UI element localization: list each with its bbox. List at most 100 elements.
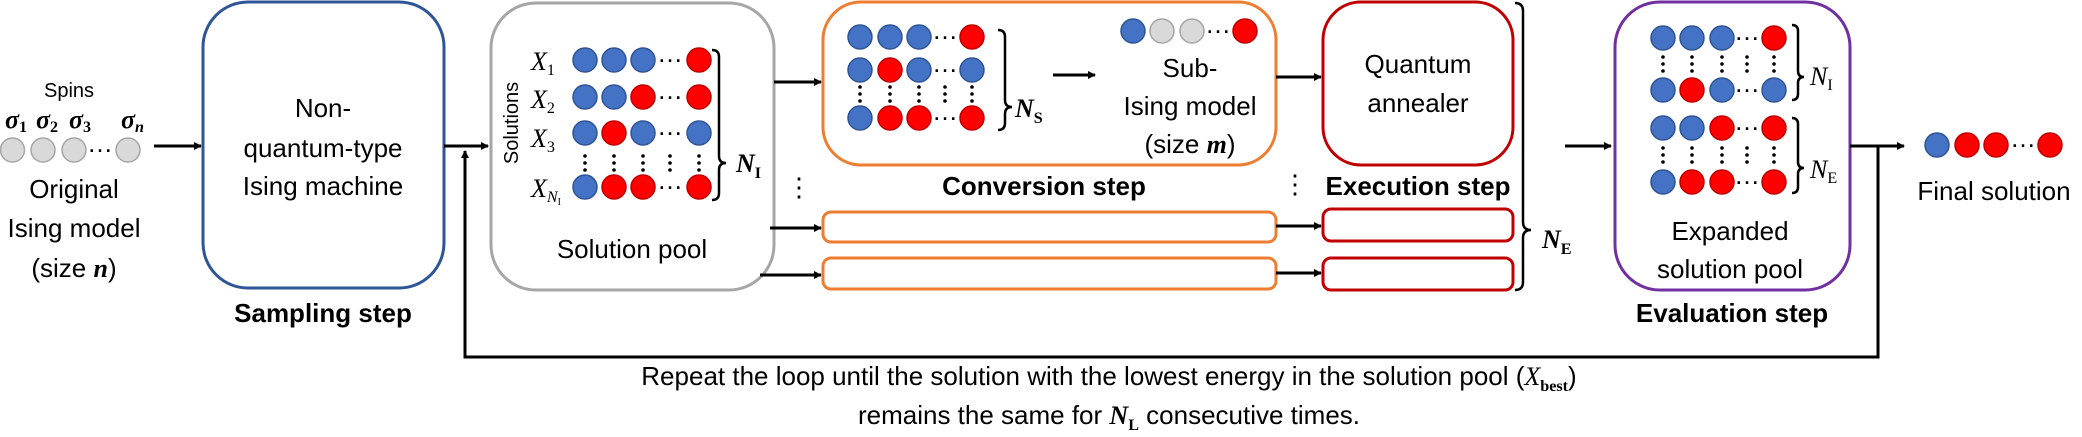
vertical-dot <box>917 92 921 96</box>
spin-circle <box>906 24 932 50</box>
spin-symbol: σ2 <box>36 105 58 136</box>
original-label-line3: (size n) <box>31 253 116 283</box>
spin-circle <box>572 84 598 110</box>
spin-circle <box>601 120 627 146</box>
spin-circle <box>877 24 903 50</box>
spin-circle <box>1679 77 1705 103</box>
spin-circle <box>1679 169 1705 195</box>
vertical-dots: ⋮ <box>1282 169 1308 199</box>
vertical-dot <box>858 99 862 103</box>
vertical-dot <box>1661 160 1665 164</box>
quantum-annealer-box <box>1321 0 1515 167</box>
spin-circle <box>686 47 712 73</box>
vertical-dot <box>917 99 921 103</box>
spin-circle <box>1679 115 1705 141</box>
execution-step-label: Execution step <box>1326 171 1511 201</box>
expanded-pool-spins-top: …… <box>1650 16 1787 103</box>
spin-circle <box>1761 77 1787 103</box>
expanded-pool-spins-bottom: …… <box>1650 106 1787 195</box>
vertical-dot <box>943 85 947 89</box>
spin-circle <box>1954 132 1980 158</box>
vertical-dot <box>1772 146 1776 150</box>
spin-circle <box>1709 25 1735 51</box>
vertical-dot <box>583 161 587 165</box>
spin-symbol: σn <box>121 105 144 136</box>
sampling-step-label: Sampling step <box>234 298 412 328</box>
vertical-dot <box>1661 55 1665 59</box>
vertical-dot <box>917 85 921 89</box>
vertical-dot <box>1745 69 1749 73</box>
ellipsis: … <box>1734 68 1760 98</box>
spin-circle <box>1650 115 1676 141</box>
spin-circle <box>630 47 656 73</box>
sampling-box-line3: Ising machine <box>243 171 403 201</box>
quantum-annealer-box-2 <box>1321 207 1515 243</box>
vertical-dot <box>583 154 587 158</box>
vertical-dot <box>641 168 645 172</box>
vertical-dot <box>1661 62 1665 66</box>
vertical-dot <box>888 85 892 89</box>
vertical-dot <box>1661 146 1665 150</box>
vertical-dot <box>1720 153 1724 157</box>
vertical-dot <box>1690 146 1694 150</box>
spin-circle <box>1761 25 1787 51</box>
ellipsis: … <box>1205 9 1231 39</box>
conversion-step-label: Conversion step <box>942 171 1146 201</box>
vertical-dot <box>1772 160 1776 164</box>
spin-circle <box>1983 132 2009 158</box>
vertical-dot <box>697 161 701 165</box>
brace-ne <box>1514 1 1532 292</box>
annealer-line2: annealer <box>1367 88 1469 118</box>
loop-text-line2: remains the same for NL consecutive time… <box>858 400 1360 434</box>
vertical-dot <box>1772 55 1776 59</box>
vertical-dot <box>1720 55 1724 59</box>
spin-circle <box>1232 18 1258 44</box>
ni-label: NI <box>1809 62 1833 94</box>
conversion-box-2 <box>821 210 1278 244</box>
solution-pool-label: Solution pool <box>557 234 707 264</box>
brace-ni <box>711 48 727 202</box>
spin-circle <box>686 120 712 146</box>
vertical-dot <box>858 85 862 89</box>
spin-circle <box>1179 18 1205 44</box>
vertical-dot <box>1772 62 1776 66</box>
sampling-box-line2: quantum-type <box>244 133 403 163</box>
spins-label: Spins <box>44 80 94 102</box>
spin-circle <box>1650 169 1676 195</box>
ellipsis: … <box>87 128 113 158</box>
spin-circle <box>601 84 627 110</box>
ne-label: NE <box>1809 155 1837 187</box>
vertical-dot <box>1745 62 1749 66</box>
vertical-dot <box>1690 62 1694 66</box>
vertical-dot <box>888 92 892 96</box>
spin-circle <box>1650 25 1676 51</box>
solution-pool-box <box>489 1 776 292</box>
quantum-annealer-box-3 <box>1321 256 1515 292</box>
spin-circle <box>959 24 985 50</box>
vertical-dot <box>970 85 974 89</box>
vertical-dot <box>943 92 947 96</box>
sampling-box-line1: Non- <box>295 93 351 123</box>
vertical-dot <box>1745 160 1749 164</box>
vertical-dot <box>1745 55 1749 59</box>
vertical-dot <box>668 154 672 158</box>
ni-label: NI <box>735 149 761 182</box>
vertical-dot <box>888 99 892 103</box>
vertical-dot <box>1720 69 1724 73</box>
final-solution-spins: … <box>1924 123 2063 158</box>
conversion-box-3 <box>821 256 1278 291</box>
final-solution-label: Final solution <box>1917 176 2070 206</box>
execution-step: Quantum annealer Execution step NE <box>1321 0 1572 292</box>
spin-circle <box>1120 18 1146 44</box>
conversion-spins: ……… <box>847 15 985 131</box>
final-solution: … Final solution <box>1917 123 2070 206</box>
vertical-dot <box>1720 62 1724 66</box>
loop-text-line1: Repeat the loop until the solution with … <box>641 361 1576 395</box>
spin-circle <box>572 174 598 200</box>
vertical-dot <box>943 99 947 103</box>
spin-circle <box>61 137 87 163</box>
brace-ni <box>1791 23 1805 102</box>
ne-label: NE <box>1541 225 1572 258</box>
